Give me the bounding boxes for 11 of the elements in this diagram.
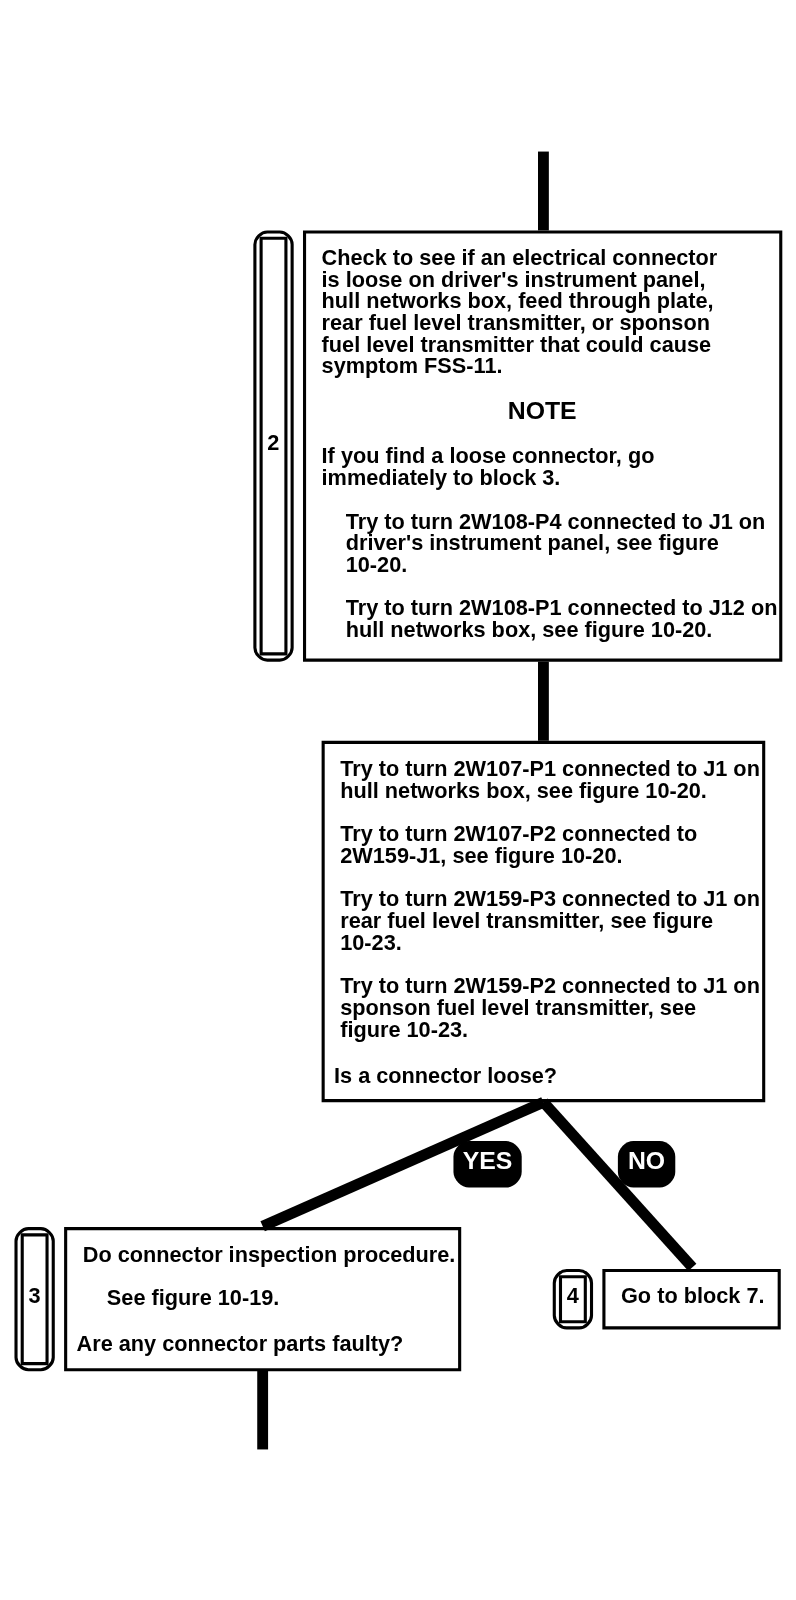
connector	[539, 1098, 697, 1271]
connector	[538, 661, 549, 741]
connector	[538, 151, 549, 230]
node-label: 3	[28, 1282, 41, 1308]
node-label: 4	[566, 1282, 579, 1308]
node-box: Try to turn 2W107-P1 connected to J1 on hull networks box, see figure 10-20. Try to turn 2W107-P2 connected to 2W159-J1, see figure 10-20. Try to turn 2W159-P3 connected to J1 on rear fuel level transmitter, see figure 10-23. Try to turn 2W159-P2 connected to J1 on sponson fuel level transmitter, see figure 10-23. Is a connector loose?	[321, 740, 766, 1102]
connector	[260, 1096, 546, 1231]
edge-label: YES	[462, 1146, 513, 1174]
edge-label: NO	[627, 1146, 666, 1174]
connector	[257, 1370, 269, 1449]
node-label: 2	[267, 429, 280, 455]
